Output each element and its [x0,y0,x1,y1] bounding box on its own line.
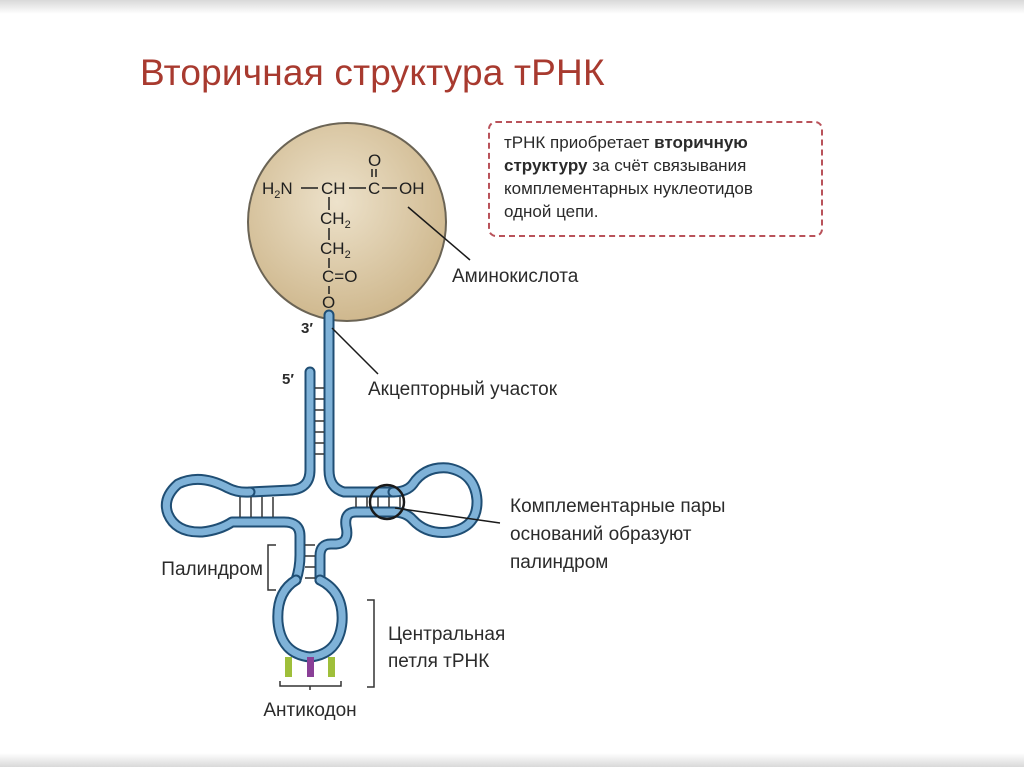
top-frame-shadow [0,0,1024,14]
anticodon-bases [285,657,335,677]
label-amino-acid: Аминокислота [452,266,579,287]
note-bold-2: структуру [504,156,588,175]
note-text-3: комплементарных нуклеотидов [504,179,753,198]
pointer-amino-acid [407,206,471,261]
svg-text:OH: OH [399,179,425,198]
label-pairs-line2: оснований образуют [510,524,692,545]
label-pairs-line1: Комплементарные пары [510,496,725,517]
palindrome-bracket [267,544,276,591]
bottom-frame-shadow [0,753,1024,767]
label-acceptor: Акцепторный участок [368,379,558,400]
note-text-2: за счёт связывания [587,156,747,175]
label-central-line1: Центральная [388,624,505,645]
central-loop-bracket [367,599,375,688]
page-title: Вторичная структура тРНК [140,52,605,93]
svg-text:CH: CH [321,179,346,198]
note-box: тРНК приобретает вторичную структуру за с… [488,121,823,237]
pointer-lines [331,206,501,524]
trna-strand [160,309,483,663]
pair-highlight-circle [368,483,406,521]
anticodon-bracket [279,681,342,687]
svg-text:O: O [322,293,335,312]
strand-3-prime [323,309,399,498]
label-3-prime: 3′ [301,320,313,337]
base-pairs [239,387,401,579]
svg-text:O: O [368,151,381,170]
label-pairs-line3: палиндром [510,552,608,573]
svg-text:C: C [368,179,380,198]
svg-text:H2N: H2N [262,179,293,201]
label-palindrome: Палиндром [161,559,263,580]
note-bold-1: вторичную [654,133,748,152]
label-anticodon: Антикодон [263,700,356,721]
pointer-pairs [394,507,501,524]
note-text-1: тРНК приобретает [504,133,655,152]
brackets [267,544,375,690]
label-5-prime: 5′ [282,371,294,388]
svg-text:CH2: CH2 [320,209,351,231]
pointer-acceptor [331,327,379,375]
amino-acid-formula: H2N CH C OH O CH2 CH2 C=O O [262,151,425,312]
amino-acid-circle [247,122,447,322]
strand-5-prime [244,366,316,498]
svg-text:C=O: C=O [322,267,357,286]
note-text-4: одной цепи. [504,202,599,221]
label-central-line2: петля тРНК [388,651,489,672]
svg-text:CH2: CH2 [320,239,351,261]
